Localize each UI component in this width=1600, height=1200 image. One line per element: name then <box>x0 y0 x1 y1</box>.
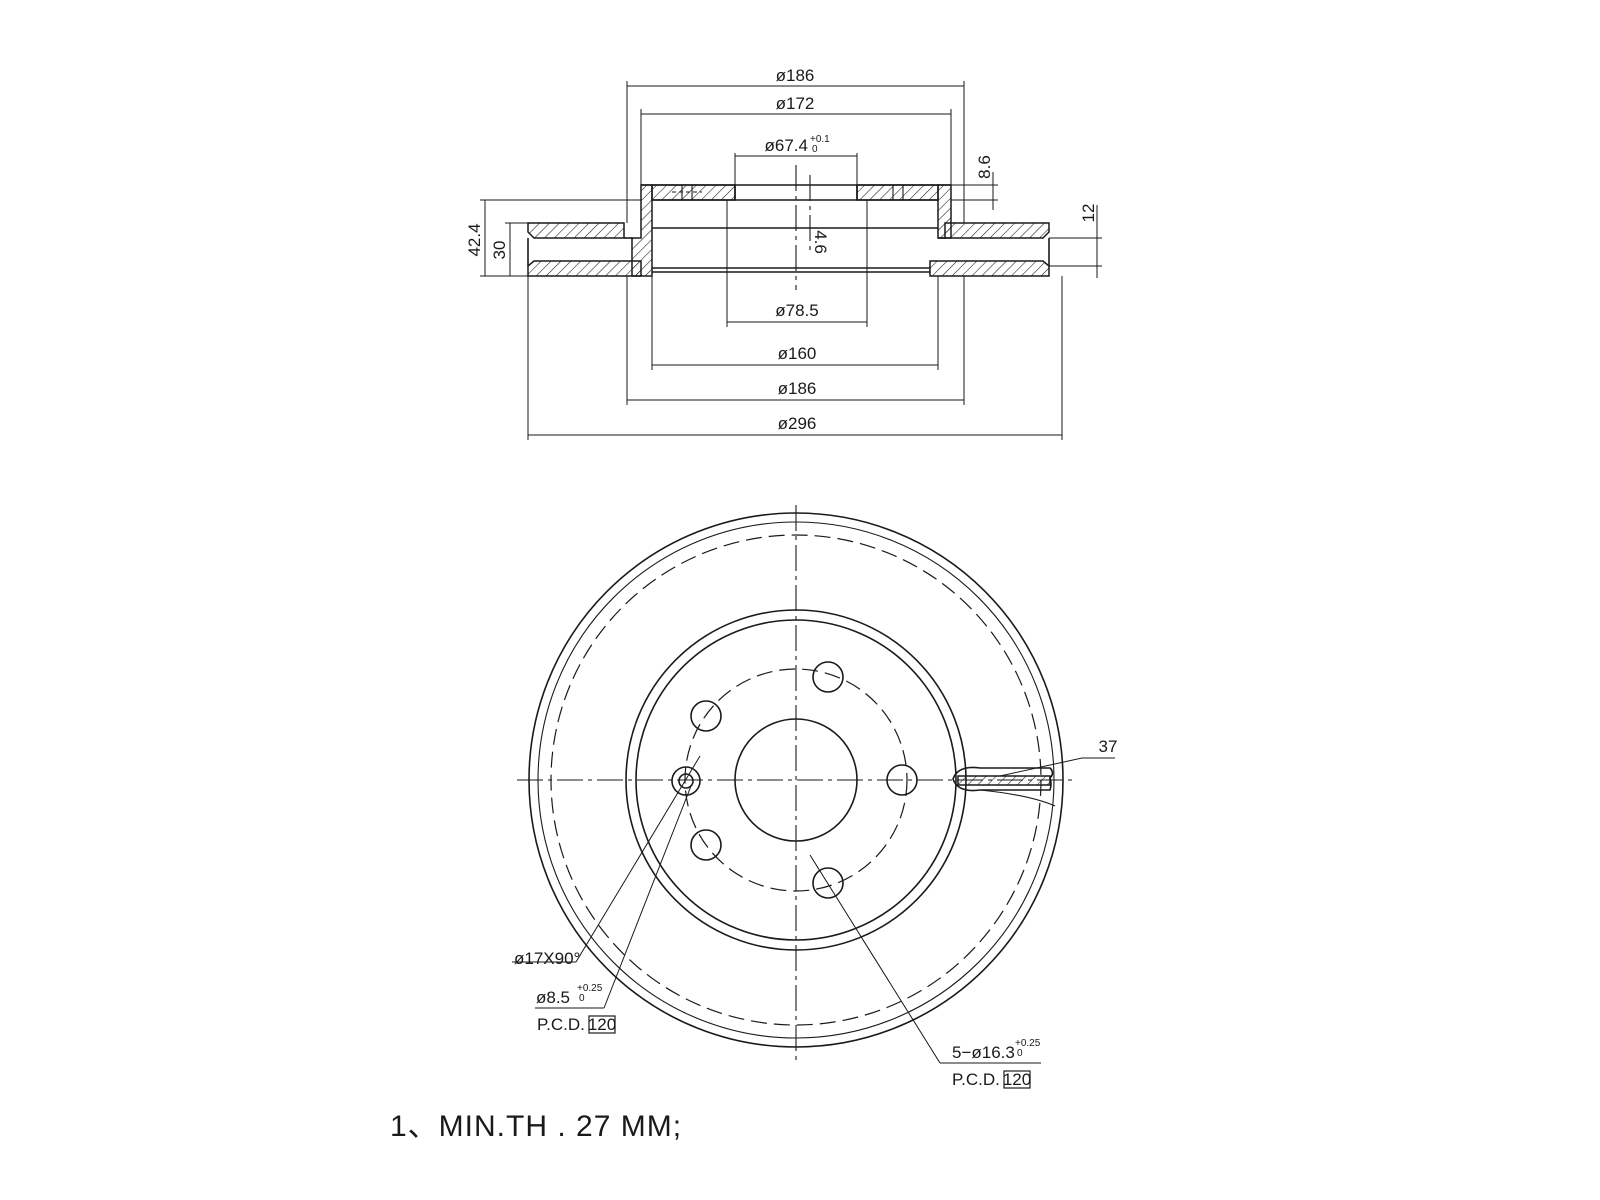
dim-center-bore-tol-upper: +0.1 <box>810 134 830 145</box>
hat-right-wall-hatch <box>937 184 952 239</box>
dim-hat-top: ø172 <box>776 94 815 113</box>
hat-left-wall-hatch <box>631 184 653 277</box>
label-small-hole-pcd-prefix: P.C.D. <box>537 1015 585 1034</box>
bolt-hole-4 <box>690 829 722 861</box>
dim-outer-hat: ø186 <box>776 66 815 85</box>
label-bolt-holes-tol-upper: +0.25 <box>1015 1038 1041 1049</box>
hat-top-right-hatch <box>856 184 939 201</box>
bolt-hole-5 <box>812 867 844 899</box>
small-hole-chamfer <box>671 766 701 796</box>
disc-right-lower-hatch <box>929 260 1050 277</box>
disc-left-upper-hatch <box>527 222 625 239</box>
small-hole <box>678 773 694 789</box>
label-small-hole-pcd-value: 120 <box>588 1015 616 1034</box>
label-bolt-holes-pcd-value: 120 <box>1003 1070 1031 1089</box>
mark-slot-hatch <box>957 775 1051 786</box>
dim-vent-gap: 12 <box>1079 204 1098 223</box>
front-view: 37 ø17X90° ø8.5 +0.25 0 P.C.D. 120 5−ø16… <box>512 505 1117 1089</box>
disc-right-upper-hatch <box>944 222 1050 239</box>
dim-vent-inner: ø160 <box>778 344 817 363</box>
section-view: ø186 ø172 ø67.4 +0.1 0 8.6 12 42.4 30 <box>465 66 1102 440</box>
label-small-hole-tol-lower: 0 <box>579 993 585 1004</box>
bolt-hole-1 <box>812 661 844 693</box>
dim-disc-outer: ø296 <box>778 414 817 433</box>
dim-total-height: 42.4 <box>465 223 484 256</box>
bolt-hole-3 <box>886 764 918 796</box>
label-bolt-holes-pcd-prefix: P.C.D. <box>952 1070 1000 1089</box>
disc-left-lower-hatch <box>527 260 642 277</box>
label-bolt-holes: 5−ø16.3 <box>952 1043 1015 1062</box>
dim-hat-base: ø186 <box>778 379 817 398</box>
dim-center-bore-tol-lower: 0 <box>812 144 818 155</box>
dim-hat-wall: 8.6 <box>975 155 994 179</box>
min-thickness-note: 1、MIN.TH . 27 MM; <box>390 1110 682 1143</box>
label-slot-width: 37 <box>1099 737 1118 756</box>
label-bolt-holes-tol-lower: 0 <box>1017 1048 1023 1059</box>
dim-hat-offset: 4.6 <box>811 230 830 254</box>
dim-disc-thickness: 30 <box>490 241 509 260</box>
label-small-hole-tol-upper: +0.25 <box>577 983 603 994</box>
label-chamfer: ø17X90° <box>514 949 580 968</box>
dim-center-bore: ø67.4 <box>765 136 808 155</box>
dim-inner-recess: ø78.5 <box>775 301 818 320</box>
label-small-hole: ø8.5 <box>536 988 570 1007</box>
bolt-hole-2 <box>690 700 722 732</box>
